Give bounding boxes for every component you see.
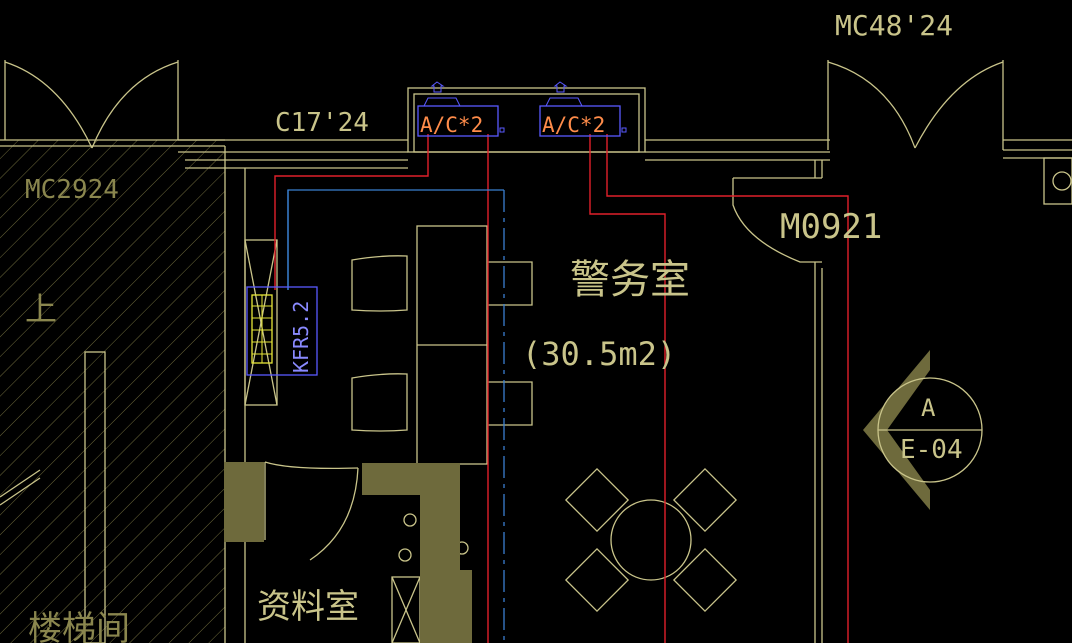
ac-unit-2-label: A/C*2 <box>542 113 605 137</box>
ac-unit-1: A/C*2 <box>417 81 505 137</box>
door-label-right: M0921 <box>780 207 882 247</box>
refrigerant-pipes <box>274 134 849 643</box>
room-name-archive: 资料室 <box>257 587 359 627</box>
room-name-main: 警务室 <box>570 257 690 303</box>
ac-unit-2: A/C*2 <box>539 81 627 137</box>
stair-room-label: 楼梯间 <box>28 609 130 643</box>
section-mark-top: A <box>921 394 936 422</box>
indoor-unit-label: KFR5.2 <box>289 301 313 373</box>
door-label-left: MC2924 <box>25 175 119 205</box>
section-marker <box>877 377 983 483</box>
drain-pipes <box>287 189 505 643</box>
solid-fills <box>224 350 930 643</box>
room-area-main: (30.5m2) <box>522 335 676 373</box>
drawing-labels: MC48'24 C17'24 MC2924 M0921 警务室 (30.5m2)… <box>25 9 963 643</box>
window-label-top: C17'24 <box>275 108 369 138</box>
door-label-top-right: MC48'24 <box>835 9 953 42</box>
stair-up-label: 上 <box>25 290 57 328</box>
section-mark-bottom: E-04 <box>900 435 963 465</box>
ac-unit-1-label: A/C*2 <box>420 113 483 137</box>
walls <box>0 60 1072 643</box>
hatched-area <box>0 140 225 643</box>
indoor-unit: KFR5.2 <box>246 286 318 376</box>
